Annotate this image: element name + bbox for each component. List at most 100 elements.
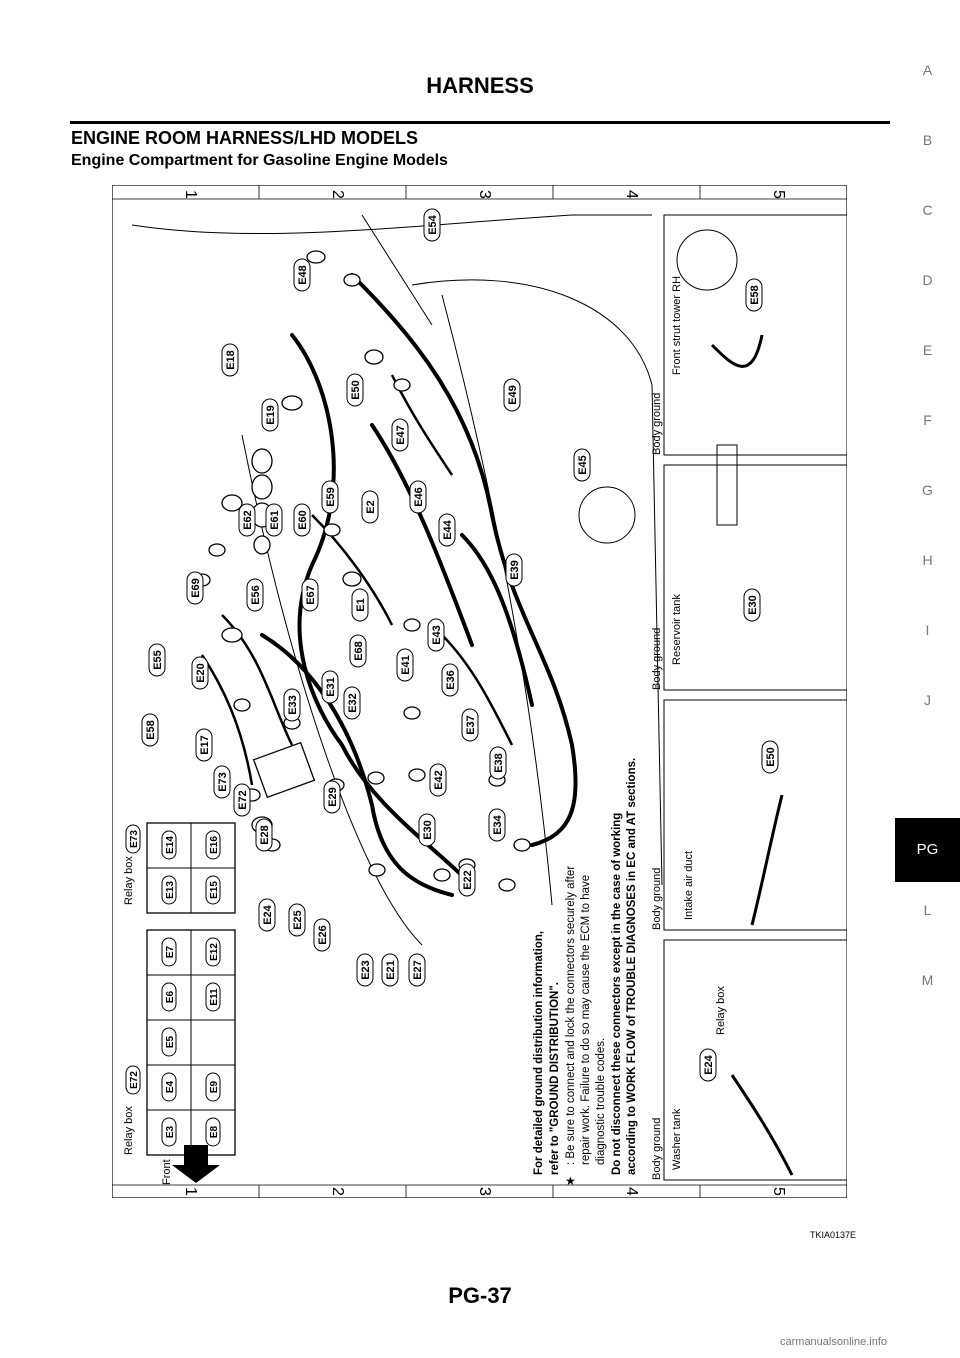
watermark[interactable]: carmanualsonline.info: [780, 1336, 888, 1348]
panel3-harness: [750, 794, 784, 926]
side-tab-pg[interactable]: PG: [895, 818, 960, 882]
panel4-label1: Relay box: [715, 986, 727, 1035]
label-e22: E22: [462, 870, 474, 890]
label-e24: E24: [262, 904, 274, 924]
label-e27: E27: [412, 960, 424, 980]
detail-panels: Body ground Front strut tower RH E58 Bod…: [651, 214, 848, 1181]
label-e50: E50: [350, 380, 362, 400]
star-icon: ★: [565, 1174, 576, 1188]
label-e36: E36: [445, 670, 457, 690]
label-e1: E1: [355, 598, 367, 611]
side-tab-a[interactable]: A: [922, 62, 933, 78]
note-warn-2: according to WORK FLOW of TROUBLE DIAGNO…: [626, 758, 638, 1175]
relay-box-e72-label: Relay box: [123, 1106, 135, 1155]
note-warn-1: Do not disconnect these connectors excep…: [611, 813, 623, 1175]
label-e19: E19: [265, 405, 277, 425]
main-harness: [260, 273, 578, 897]
label-e44: E44: [442, 519, 454, 539]
relay-cell-e16: E16: [209, 836, 220, 854]
label-e60: E60: [297, 510, 309, 530]
relay-cell-e6: E6: [165, 990, 176, 1003]
side-tab-m[interactable]: M: [921, 972, 934, 988]
label-e41: E41: [400, 655, 412, 675]
panel1-harness: [710, 334, 764, 368]
label-e45: E45: [577, 455, 589, 475]
side-tab-j[interactable]: J: [924, 692, 931, 708]
col-label-bot-2: 2: [329, 1187, 346, 1196]
relay-cell-e4: E4: [165, 1080, 176, 1093]
side-tab-f[interactable]: F: [923, 412, 932, 428]
label-e29: E29: [327, 787, 339, 807]
relay-box-e72: Relay box E72 E7 E12 E6 E11 E5 E4 E9 E3 …: [123, 929, 236, 1156]
relay-cell-e7: E7: [165, 945, 176, 958]
note-star-1: : Be sure to connect and lock the connec…: [565, 866, 577, 1165]
front-arrow-icon: [172, 1145, 220, 1183]
note-ground-1: For detailed ground distribution informa…: [533, 931, 545, 1175]
col-label-top-3: 3: [476, 190, 493, 199]
label-e54: E54: [427, 214, 439, 234]
label-e38: E38: [493, 753, 505, 773]
label-e2: E2: [365, 500, 377, 513]
label-e33: E33: [287, 695, 299, 715]
label-e23: E23: [360, 960, 372, 980]
col-label-bot-5: 5: [770, 1187, 787, 1196]
col-label-bot-1: 1: [182, 1187, 199, 1196]
label-e72: E72: [237, 790, 249, 810]
side-tab-h[interactable]: H: [922, 552, 933, 568]
header-rule: [70, 121, 890, 124]
label-e42: E42: [433, 770, 445, 790]
panel1-title: Body ground: [651, 393, 663, 455]
panel4-title: Body ground: [651, 1118, 663, 1180]
side-tab-c[interactable]: C: [922, 202, 933, 218]
panel3-label: Intake air duct: [683, 851, 695, 920]
side-tab-l-visible[interactable]: L: [923, 902, 932, 918]
panel3-connector: E50: [765, 747, 777, 767]
panel4-harness: [730, 1074, 794, 1176]
label-e21: E21: [385, 960, 397, 980]
label-e43: E43: [431, 625, 443, 645]
side-tab-i[interactable]: I: [925, 622, 930, 638]
label-e56: E56: [250, 585, 262, 605]
panel4-label2: Washer tank: [671, 1108, 683, 1170]
label-e61: E61: [269, 510, 281, 530]
relay-cell-e11: E11: [209, 988, 220, 1006]
relay-cell-e13: E13: [165, 881, 176, 899]
notes-block: For detailed ground distribution informa…: [533, 758, 638, 1175]
strut-mount: [676, 229, 738, 291]
relay-cell-e12: E12: [209, 943, 220, 961]
label-e55: E55: [152, 650, 164, 670]
corrugated-tube: [716, 444, 738, 526]
panel1-label: Front strut tower RH: [671, 276, 683, 375]
label-e18: E18: [225, 350, 237, 370]
side-tab-d[interactable]: D: [922, 272, 933, 288]
col-label-top-2: 2: [329, 190, 346, 199]
label-e17: E17: [199, 735, 211, 755]
side-tab-b[interactable]: B: [922, 132, 933, 148]
relay-module-e72: [252, 741, 316, 799]
page-number: PG-37: [448, 1283, 512, 1308]
col-label-bot-3: 3: [476, 1187, 493, 1196]
label-e47: E47: [395, 425, 407, 445]
relay-cell-e3: E3: [165, 1125, 176, 1138]
label-e26: E26: [317, 925, 329, 945]
harness-diagram: 1 2 3 4 5 1 2 3 4 5 A B C D E F G A B C …: [76, 184, 871, 1199]
label-e49: E49: [507, 385, 519, 405]
side-tab-g[interactable]: G: [922, 482, 933, 498]
label-e30: E30: [422, 820, 434, 840]
panel2-label: Reservoir tank: [671, 594, 683, 665]
label-e58: E58: [145, 720, 157, 740]
panel4-connector: E24: [703, 1054, 715, 1074]
section-title: ENGINE ROOM HARNESS/LHD MODELS: [71, 128, 419, 148]
side-tab-e[interactable]: E: [922, 342, 933, 358]
engine-bay-outline: [131, 214, 663, 946]
relay-cell-e5: E5: [165, 1035, 176, 1048]
col-label-top-4: 4: [623, 190, 640, 199]
label-e46: E46: [413, 487, 425, 507]
panel2-title: Body ground: [651, 628, 663, 690]
relay-box-e73-code: E73: [129, 830, 140, 848]
relay-box-e73-label: Relay box: [123, 856, 135, 905]
reservoir-cap: [578, 486, 636, 544]
front-label: Front: [161, 1159, 173, 1185]
relay-cell-e15: E15: [209, 881, 220, 899]
label-e32: E32: [347, 693, 359, 713]
